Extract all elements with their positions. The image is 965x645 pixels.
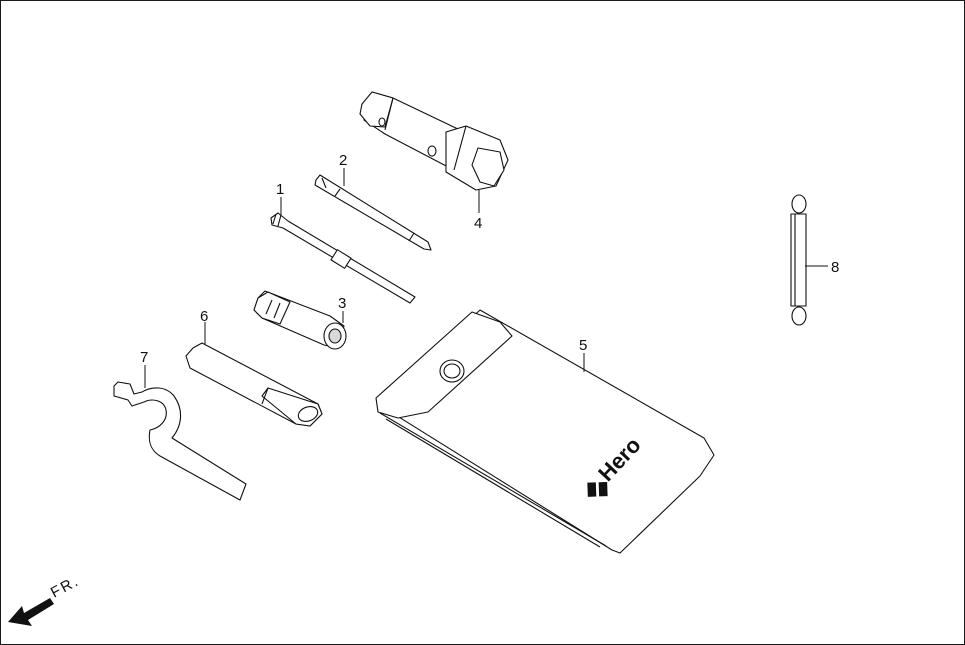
callout-1: 1 xyxy=(276,181,284,198)
callout-8: 8 xyxy=(831,259,839,276)
callout-4: 4 xyxy=(474,215,482,232)
tool-pouch-part-5 xyxy=(375,309,715,554)
c-spanner-part-7 xyxy=(113,381,247,501)
callout-2: 2 xyxy=(339,152,347,169)
screwdriver-part-2 xyxy=(314,174,432,251)
callout-5: 5 xyxy=(579,337,587,354)
front-direction-label: FR. xyxy=(48,572,83,601)
front-direction-arrow-icon xyxy=(8,598,54,626)
handle-grip-part-3 xyxy=(253,290,347,350)
box-spanner-part-4 xyxy=(359,91,509,191)
callout-6: 6 xyxy=(200,308,208,325)
screwdriver-part-1 xyxy=(270,212,416,304)
callout-7: 7 xyxy=(140,349,148,366)
tube-spanner-part-6 xyxy=(185,342,323,427)
spring-part-8 xyxy=(790,194,807,326)
callout-3: 3 xyxy=(338,295,346,312)
